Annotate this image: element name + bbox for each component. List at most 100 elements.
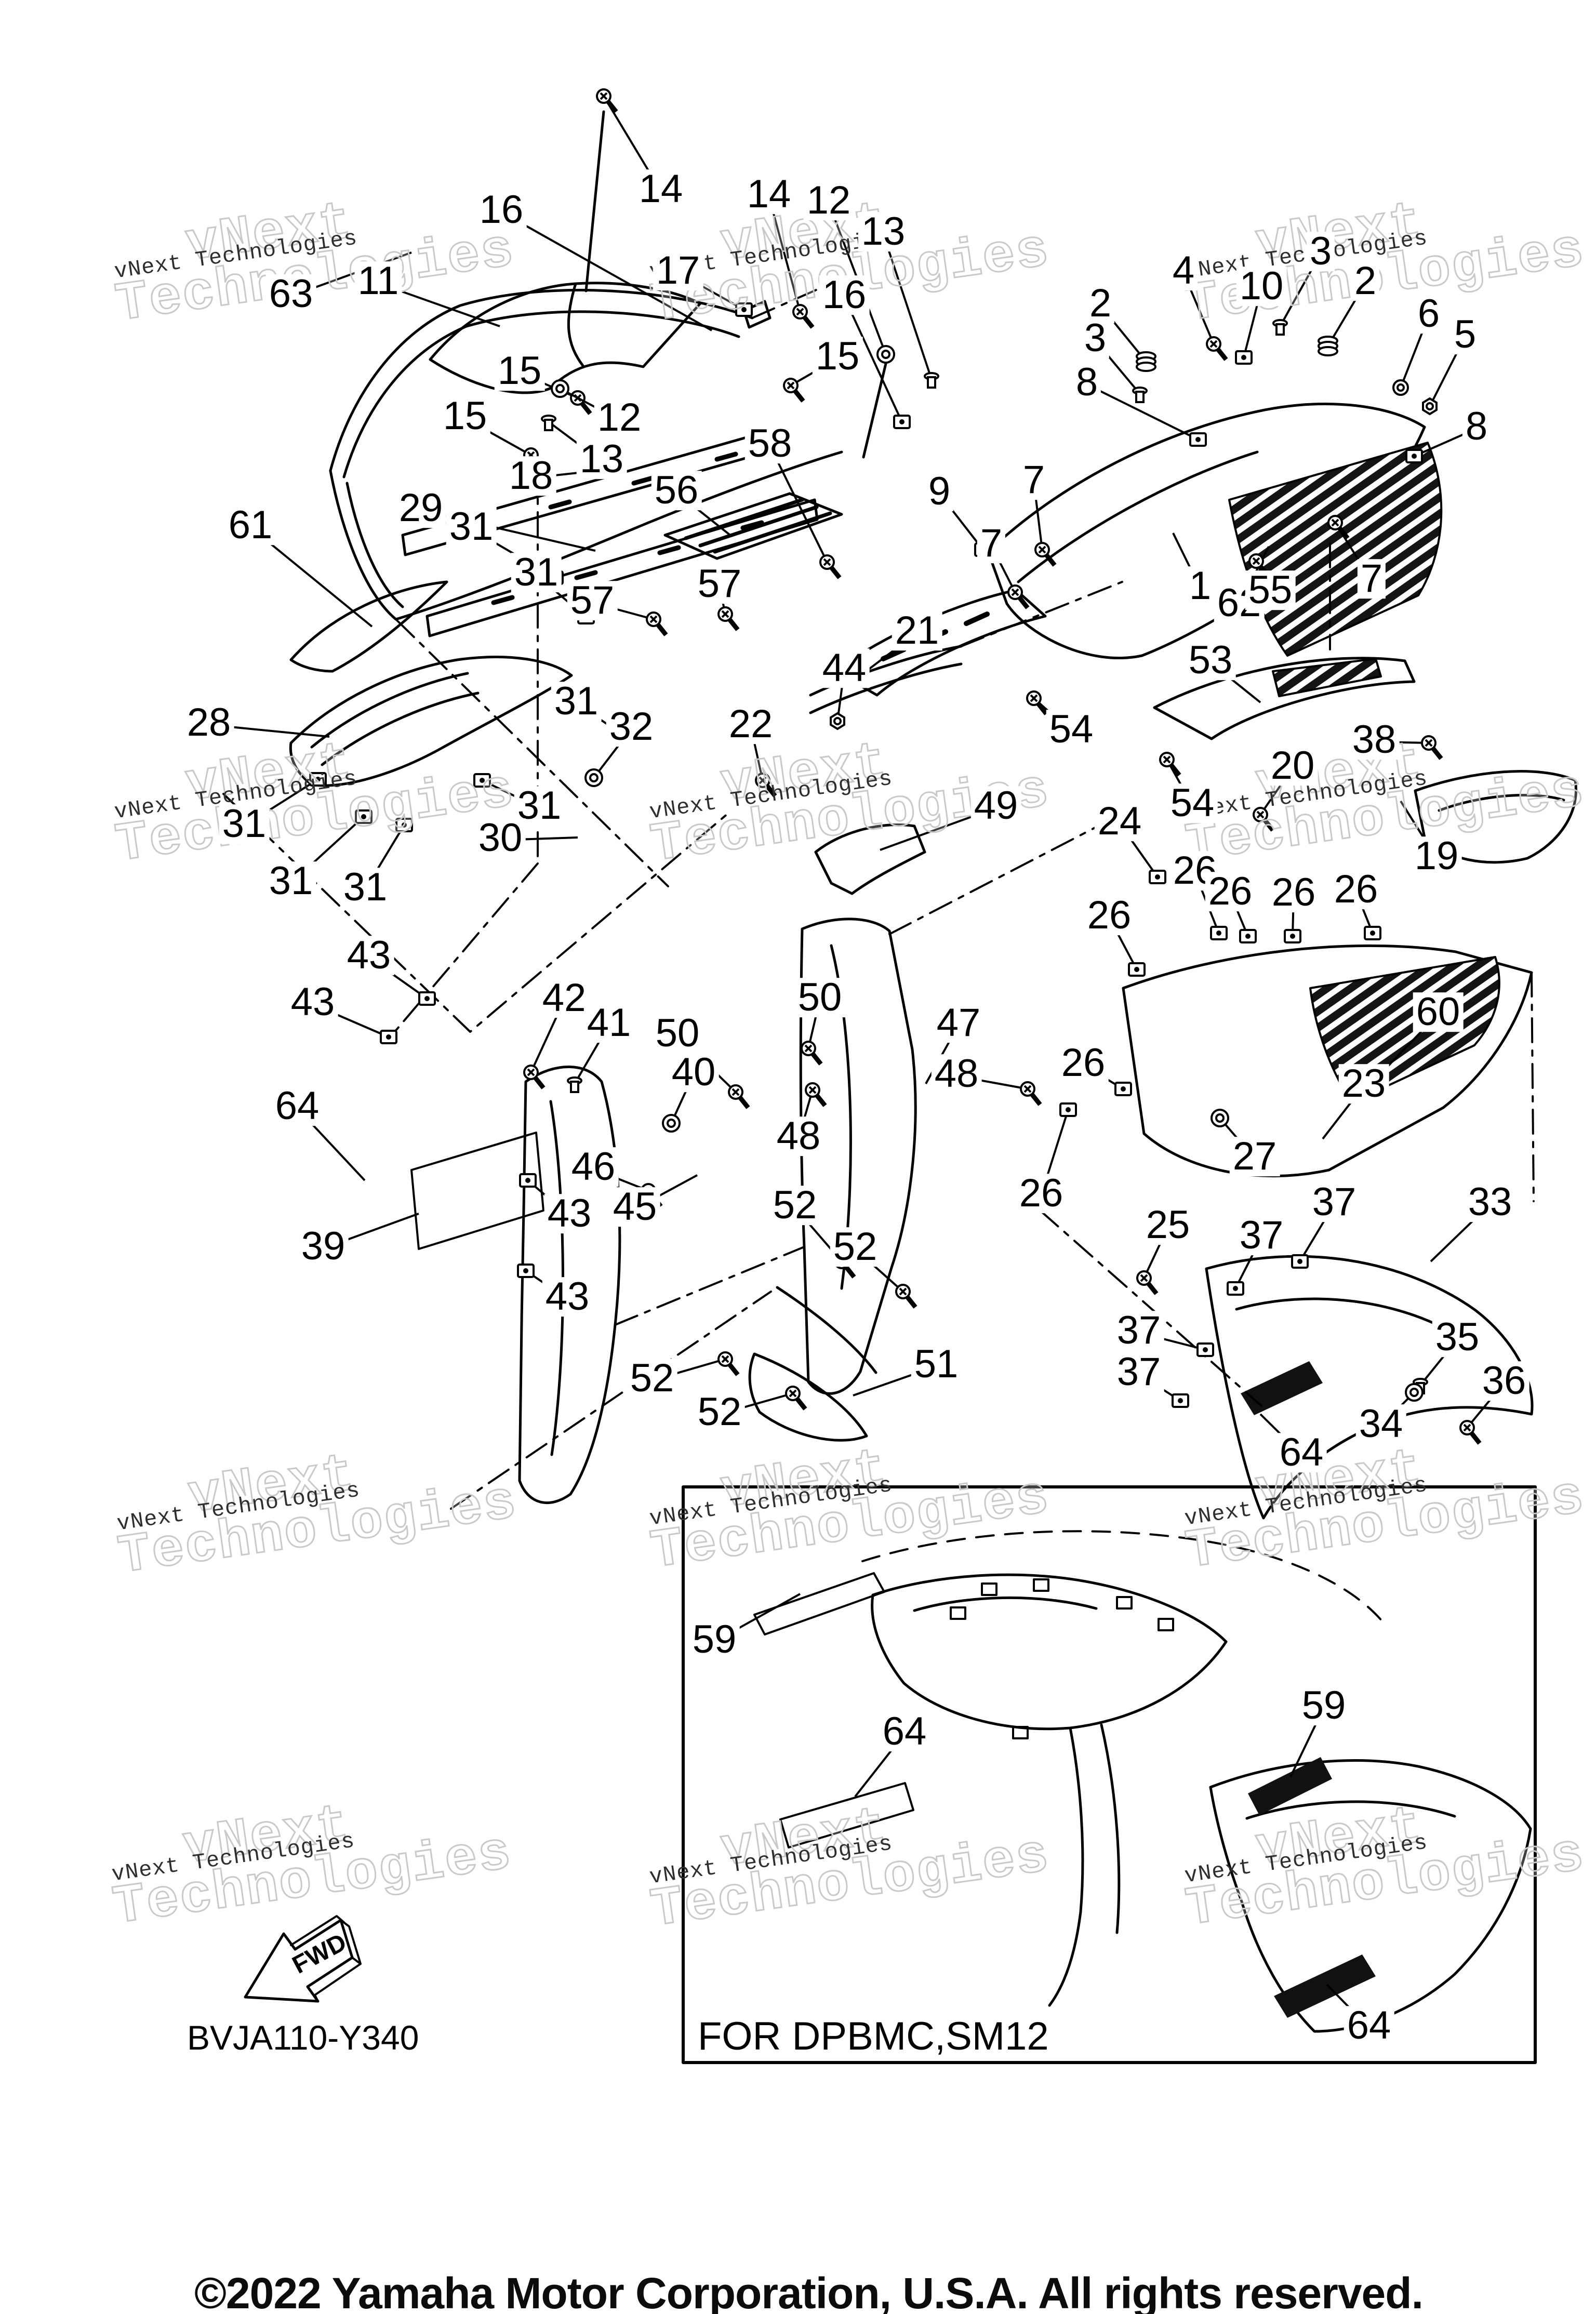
callout-53: 53 — [1185, 641, 1236, 681]
callout-26: 26 — [1058, 1043, 1109, 1083]
part-glyph-screw — [1034, 542, 1057, 567]
callout-46: 46 — [568, 1147, 619, 1187]
callout-19: 19 — [1411, 836, 1462, 876]
callout-36: 36 — [1479, 1361, 1530, 1401]
callout-60: 60 — [1413, 992, 1464, 1032]
part-glyph-screw — [785, 1386, 807, 1411]
part-glyph-screw — [728, 1084, 750, 1109]
part-glyph-nut — [830, 712, 845, 730]
callout-39: 39 — [298, 1227, 349, 1267]
callout-2: 2 — [1351, 261, 1380, 301]
callout-13: 13 — [858, 212, 909, 252]
part-glyph-screw — [1206, 336, 1228, 361]
part-glyph-nut — [1422, 397, 1438, 416]
part-glyph-clip — [893, 415, 911, 429]
callout-43: 43 — [542, 1277, 593, 1317]
part-glyph-clip — [1405, 449, 1423, 463]
part-glyph-screw — [523, 1065, 546, 1089]
callout-37: 37 — [1309, 1182, 1360, 1222]
part-glyph-grommet — [876, 345, 895, 364]
inset-box — [683, 1487, 1535, 2063]
callout-28: 28 — [183, 703, 234, 743]
callout-45: 45 — [609, 1187, 660, 1227]
part-glyph-collar — [1132, 387, 1148, 403]
callout-14: 14 — [743, 175, 794, 215]
callout-54: 54 — [1046, 710, 1097, 750]
callout-2: 2 — [1086, 284, 1115, 324]
callout-50: 50 — [652, 1014, 703, 1054]
part-glyph-screw — [801, 1041, 823, 1066]
part-glyph-grommet — [662, 1114, 681, 1133]
copyright-line: ©2022 Yamaha Motor Corporation, U.S.A. A… — [194, 2269, 1424, 2314]
part-glyph-clip — [1189, 432, 1207, 447]
callout-7: 7 — [1019, 460, 1048, 500]
callout-29: 29 — [395, 488, 446, 528]
part-glyph-clip — [1196, 1342, 1214, 1357]
callout-6: 6 — [1414, 294, 1443, 334]
part-glyph-clip — [1235, 350, 1253, 365]
callout-37: 37 — [1113, 1311, 1164, 1351]
part-code: BVJA110-Y340 — [187, 2018, 419, 2057]
callout-16: 16 — [476, 190, 527, 230]
callout-44: 44 — [819, 648, 870, 688]
callout-11: 11 — [354, 261, 402, 301]
part-glyph-clip — [1149, 870, 1166, 884]
callout-27: 27 — [1229, 1137, 1280, 1177]
part-glyph-screw — [819, 554, 842, 579]
callout-63: 63 — [265, 274, 316, 314]
part-glyph-washer — [1392, 379, 1409, 396]
callout-40: 40 — [668, 1053, 719, 1093]
callout-9: 9 — [925, 472, 954, 512]
part-glyph-screw — [596, 88, 618, 113]
callout-12: 12 — [594, 398, 645, 438]
callout-15: 15 — [440, 396, 490, 436]
callout-8: 8 — [1072, 363, 1101, 403]
callout-48: 48 — [931, 1054, 982, 1094]
part-glyph-collar — [567, 1076, 582, 1093]
callout-15: 15 — [494, 351, 545, 391]
callout-31: 31 — [265, 861, 316, 901]
callout-20: 20 — [1267, 746, 1318, 786]
upper-cowl — [330, 290, 752, 471]
callout-37: 37 — [1113, 1352, 1164, 1392]
part-glyph-screw — [717, 1351, 740, 1376]
part-glyph-grommet — [1211, 1109, 1229, 1127]
part-glyph-grommet — [551, 379, 569, 398]
callout-33: 33 — [1465, 1182, 1515, 1222]
callout-43: 43 — [343, 936, 394, 976]
callout-52: 52 — [830, 1227, 881, 1267]
callout-47: 47 — [933, 1003, 984, 1043]
part-glyph-screw — [805, 1082, 827, 1107]
part-glyph-clip — [1172, 1393, 1189, 1408]
part-glyph-grommet — [584, 768, 603, 787]
part-glyph-collar — [541, 415, 556, 431]
callout-64: 64 — [879, 1712, 930, 1752]
part-glyph-grommet — [1405, 1383, 1424, 1402]
part-glyph-clip — [1128, 962, 1146, 977]
callout-31: 31 — [219, 804, 270, 844]
callout-35: 35 — [1432, 1318, 1483, 1358]
part-glyph-clip — [1210, 926, 1228, 940]
part-glyph-screw — [895, 1284, 917, 1309]
part-glyph-screw — [1026, 690, 1048, 715]
callout-26: 26 — [1016, 1174, 1067, 1214]
part-glyph-grommet2 — [1318, 336, 1338, 356]
part-glyph-clip — [395, 818, 413, 832]
part-glyph-clip — [1291, 1254, 1309, 1269]
callout-14: 14 — [635, 169, 686, 209]
part-glyph-clip — [380, 1030, 397, 1044]
callout-13: 13 — [576, 440, 627, 480]
callout-5: 5 — [1451, 315, 1480, 355]
callout-52: 52 — [769, 1186, 820, 1226]
callout-31: 31 — [446, 507, 497, 547]
callout-31: 31 — [551, 682, 602, 722]
part-glyph-screw — [1253, 807, 1275, 832]
callout-50: 50 — [794, 978, 845, 1018]
part-glyph-clip — [1059, 1102, 1077, 1117]
callout-31: 31 — [340, 868, 391, 908]
callout-57: 57 — [567, 581, 618, 621]
callout-10: 10 — [1236, 267, 1287, 307]
callout-30: 30 — [475, 818, 526, 858]
callout-57: 57 — [694, 564, 745, 604]
callout-15: 15 — [812, 337, 863, 377]
